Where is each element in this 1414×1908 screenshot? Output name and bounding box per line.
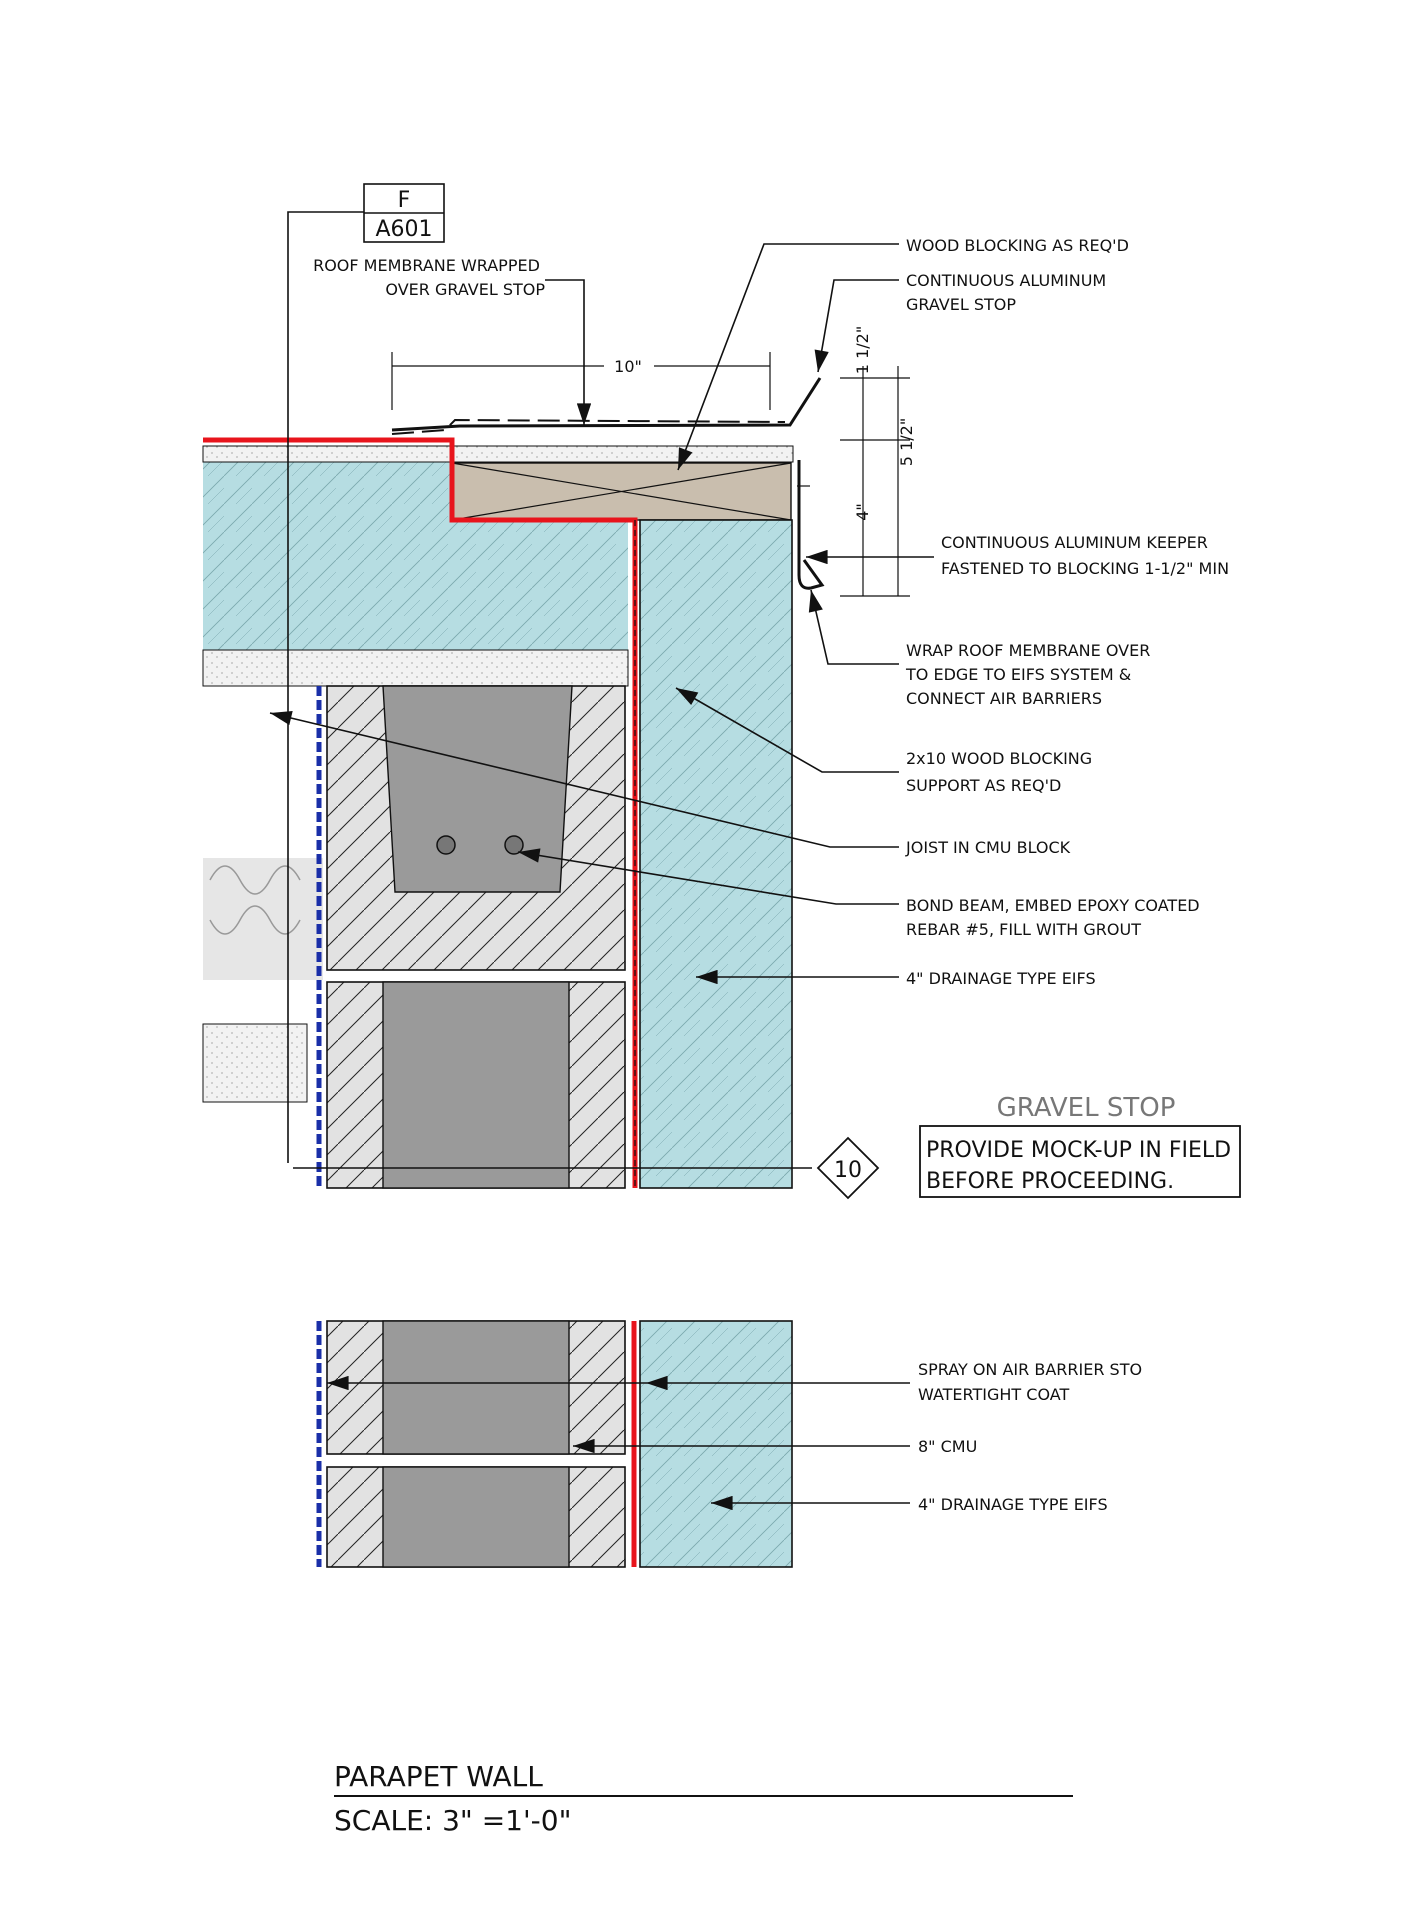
drawing-title: PARAPET WALL bbox=[334, 1760, 543, 1793]
callout-joist: JOIST IN CMU BLOCK bbox=[905, 838, 1071, 857]
detail-ref-10[interactable]: 10 bbox=[293, 1136, 880, 1200]
leader-roof-membrane bbox=[545, 279, 592, 425]
note-line-1: PROVIDE MOCK-UP IN FIELD bbox=[926, 1138, 1231, 1163]
note-heading: GRAVEL STOP bbox=[997, 1093, 1176, 1123]
gravel-stop-metal bbox=[391, 377, 822, 432]
leader-blocking-support bbox=[675, 687, 899, 773]
section-tag-sheet: A601 bbox=[375, 217, 432, 242]
aluminum-keeper bbox=[797, 460, 825, 590]
dim-10-text: 10" bbox=[614, 357, 642, 376]
callout-cmu: 8" CMU bbox=[918, 1437, 977, 1456]
cmu-bond-beam bbox=[326, 685, 626, 971]
callout-roof-membrane: ROOF MEMBRANE WRAPPED OVER GRAVEL STOP bbox=[313, 256, 545, 299]
roof-cover-board bbox=[202, 445, 794, 463]
callout-wood-blocking: WOOD BLOCKING AS REQ'D bbox=[906, 236, 1129, 255]
callout-gravel-stop: CONTINUOUS ALUMINUM GRAVEL STOP bbox=[906, 271, 1111, 314]
dim-10: 10" bbox=[391, 352, 771, 410]
leader-wood-blocking bbox=[677, 243, 899, 471]
callout-blocking-support: 2x10 WOOD BLOCKING SUPPORT AS REQ'D bbox=[906, 749, 1097, 795]
cmu-block-upper bbox=[326, 981, 626, 1189]
eifs-wall-lower bbox=[639, 1320, 793, 1568]
drawing-scale: SCALE: 3" =1'-0" bbox=[334, 1804, 571, 1837]
eifs-wall-upper bbox=[639, 519, 793, 1189]
roof-membrane-top bbox=[391, 418, 786, 435]
section-tag[interactable]: F A601 bbox=[287, 183, 445, 1163]
callout-wrap-membrane: WRAP ROOF MEMBRANE OVER TO EDGE TO EIFS … bbox=[905, 641, 1155, 708]
leader-gravel-stop bbox=[814, 279, 899, 373]
title-block: PARAPET WALL SCALE: 3" =1'-0" bbox=[334, 1760, 1073, 1837]
ceiling-joist bbox=[202, 858, 323, 1103]
leader-joist bbox=[269, 711, 899, 848]
callout-eifs-lower: 4" DRAINAGE TYPE EIFS bbox=[918, 1495, 1108, 1514]
cmu-block-lower bbox=[326, 1320, 626, 1568]
leader-bond-beam bbox=[517, 848, 899, 905]
roof-deck bbox=[202, 649, 629, 687]
callout-bond-beam: BOND BEAM, EMBED EPOXY COATED REBAR #5, … bbox=[906, 896, 1205, 939]
dim-1-5-text: 1 1/2" bbox=[853, 326, 872, 374]
callout-eifs-upper: 4" DRAINAGE TYPE EIFS bbox=[906, 969, 1096, 988]
callout-keeper: CONTINUOUS ALUMINUM KEEPER FASTENED TO B… bbox=[941, 533, 1229, 578]
dim-5-5-text: 5 1/2" bbox=[897, 418, 916, 466]
note-box: GRAVEL STOP PROVIDE MOCK-UP IN FIELD BEF… bbox=[919, 1093, 1241, 1198]
callout-air-barrier: SPRAY ON AIR BARRIER STO WATERTIGHT COAT bbox=[918, 1360, 1147, 1404]
detail-ref-number: 10 bbox=[834, 1158, 862, 1183]
dim-vertical: 1 1/2" 5 1/2" 4" bbox=[840, 326, 916, 597]
leader-wrap-membrane bbox=[808, 589, 899, 665]
section-tag-letter: F bbox=[398, 188, 411, 213]
wood-blocking bbox=[451, 462, 792, 521]
dim-4-text: 4" bbox=[853, 503, 872, 521]
note-line-2: BEFORE PROCEEDING. bbox=[926, 1169, 1174, 1194]
